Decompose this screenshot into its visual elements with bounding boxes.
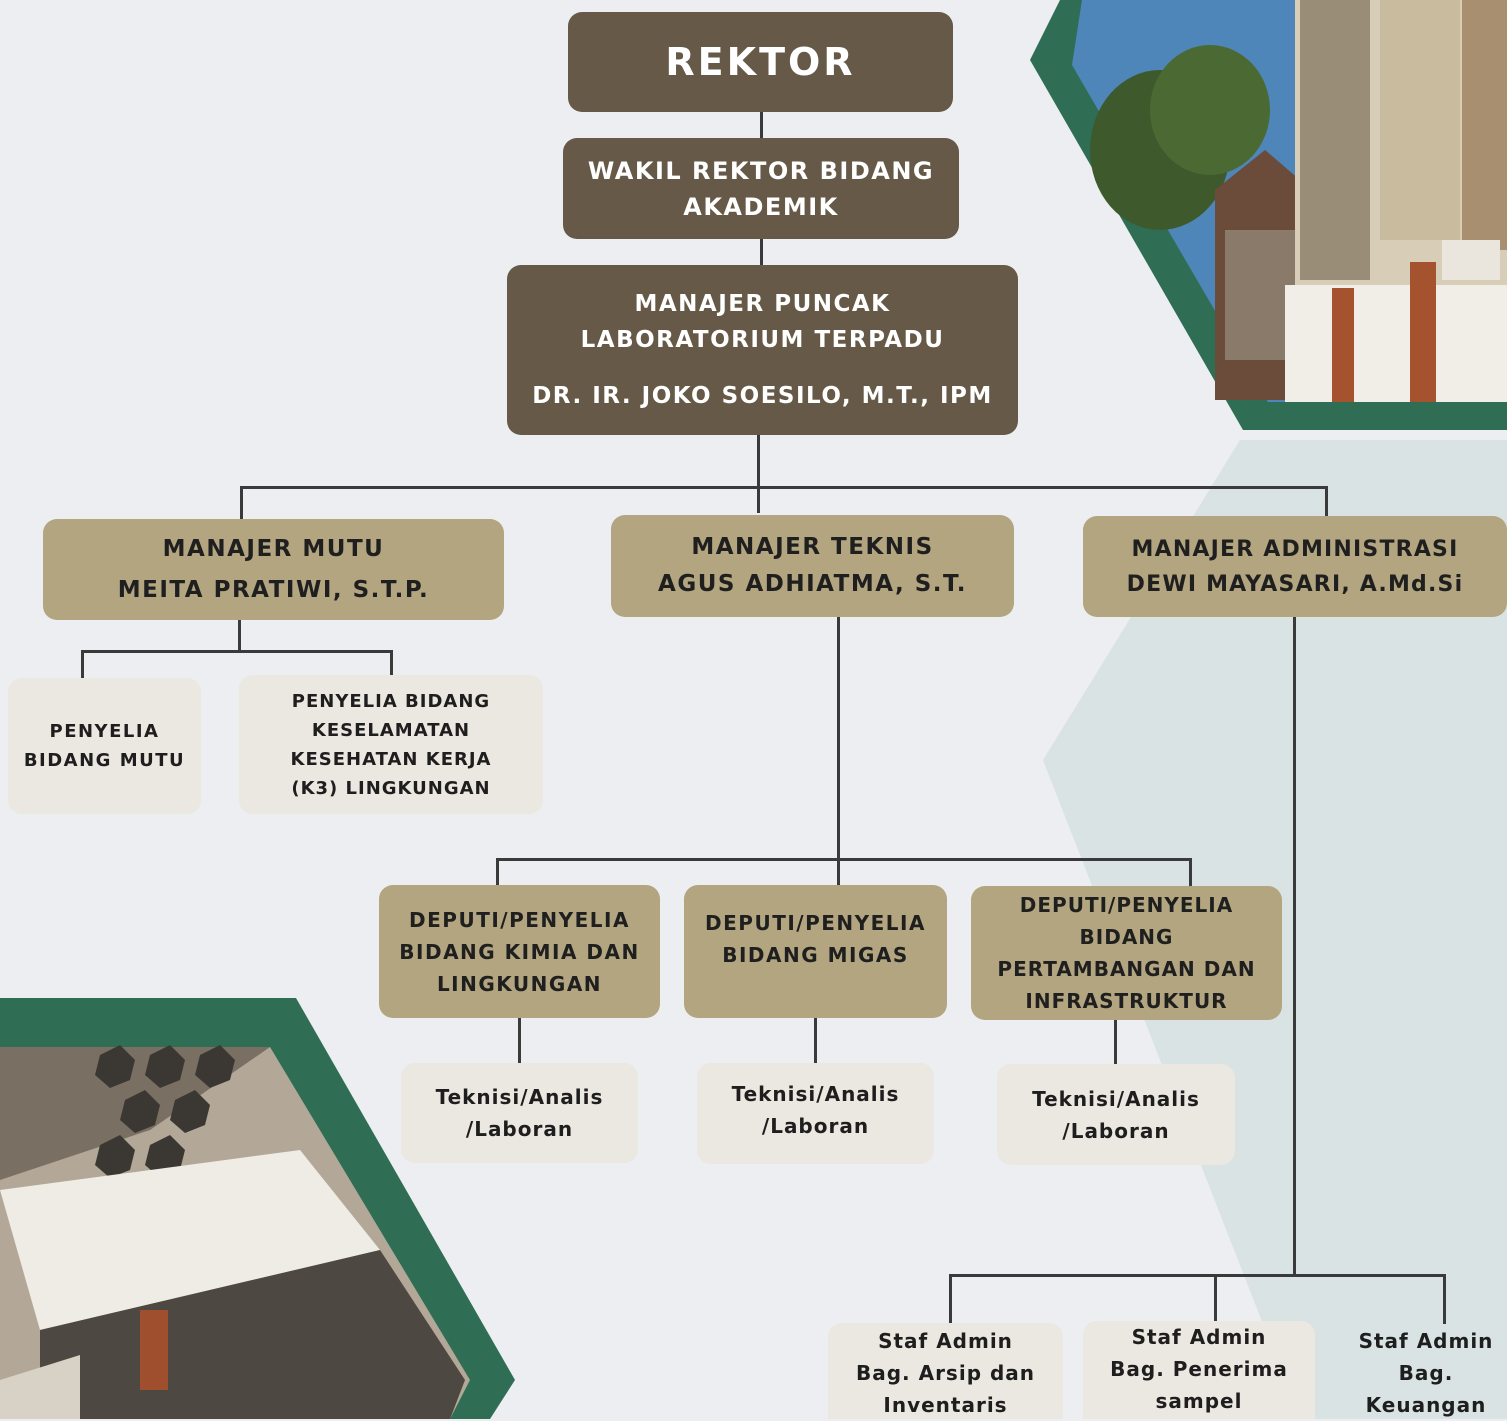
staf-keuangan-label: Staf Admin Bag. Keuangan — [1358, 1329, 1494, 1417]
connector — [814, 1017, 817, 1063]
connector — [496, 858, 499, 886]
connector — [238, 620, 241, 652]
wakil-rektor-label: WAKIL REKTOR BIDANG AKADEMIK — [587, 156, 935, 221]
manajer-mutu-box: MANAJER MUTU MEITA PRATIWI, S.T.P. — [43, 519, 504, 620]
connector — [837, 615, 840, 885]
connector — [760, 238, 763, 268]
teknisi-tambang-box: Teknisi/Analis /Laboran — [997, 1064, 1235, 1165]
connector — [1214, 1274, 1217, 1324]
connector — [390, 650, 393, 676]
connector — [1293, 615, 1296, 1277]
connector — [760, 112, 763, 142]
teknisi-tambang-label: Teknisi/Analis /Laboran — [1032, 1086, 1200, 1143]
penyelia-k3-box: PENYELIA BIDANG KESELAMATAN KESEHATAN KE… — [239, 675, 543, 814]
staf-penerima-box: Staf Admin Bag. Penerima sampel — [1083, 1321, 1315, 1419]
manajer-puncak-box: MANAJER PUNCAK LABORATORIUM TERPADU DR. … — [507, 265, 1018, 435]
connector — [240, 486, 1328, 489]
teknisi-migas-box: Teknisi/Analis /Laboran — [697, 1063, 934, 1164]
connector — [81, 650, 393, 653]
deputi-migas-label: DEPUTI/PENYELIA BIDANG MIGAS — [705, 910, 926, 967]
teknisi-kimia-box: Teknisi/Analis /Laboran — [401, 1063, 638, 1163]
connector — [1443, 1274, 1446, 1324]
connector — [496, 858, 1192, 861]
manajer-teknis-title: MANAJER TEKNIS — [691, 534, 934, 560]
teknisi-kimia-label: Teknisi/Analis /Laboran — [435, 1085, 604, 1141]
staf-penerima-label: Staf Admin Bag. Penerima sampel — [1110, 1325, 1288, 1413]
manajer-teknis-box: MANAJER TEKNIS AGUS ADHIATMA, S.T. — [611, 515, 1014, 617]
manajer-puncak-name: DR. IR. JOKO SOESILO, M.T., IPM — [532, 383, 993, 409]
bottom-left-building-photo — [0, 998, 515, 1419]
staf-arsip-label: Staf Admin Bag. Arsip dan Inventaris — [855, 1329, 1036, 1417]
penyelia-mutu-box: PENYELIA BIDANG MUTU — [8, 678, 201, 814]
connector — [949, 1274, 1446, 1277]
deputi-tambang-box: DEPUTI/PENYELIA BIDANG PERTAMBANGAN DAN … — [971, 886, 1282, 1020]
manajer-administrasi-title: MANAJER ADMINISTRASI — [1131, 536, 1459, 562]
deputi-tambang-label: DEPUTI/PENYELIA BIDANG PERTAMBANGAN DAN … — [997, 893, 1256, 1013]
manajer-mutu-title: MANAJER MUTU — [162, 535, 385, 562]
connector — [518, 1017, 521, 1063]
rektor-box: REKTOR — [568, 12, 953, 112]
connector — [81, 650, 84, 678]
connector — [240, 486, 243, 520]
connector — [1189, 858, 1192, 886]
connector — [757, 433, 760, 513]
rektor-label: REKTOR — [665, 40, 856, 84]
manajer-puncak-title: MANAJER PUNCAK LABORATORIUM TERPADU — [580, 291, 945, 353]
manajer-administrasi-name: DEWI MAYASARI, A.Md.Si — [1126, 571, 1464, 597]
connector — [1114, 1018, 1117, 1064]
manajer-administrasi-box: MANAJER ADMINISTRASI DEWI MAYASARI, A.Md… — [1083, 516, 1507, 617]
penyelia-k3-label: PENYELIA BIDANG KESELAMATAN KESEHATAN KE… — [290, 690, 492, 799]
deputi-kimia-label: DEPUTI/PENYELIA BIDANG KIMIA DAN LINGKUN… — [399, 907, 640, 996]
deputi-migas-box: DEPUTI/PENYELIA BIDANG MIGAS — [684, 885, 947, 1018]
manajer-teknis-name: AGUS ADHIATMA, S.T. — [658, 571, 967, 597]
staf-arsip-box: Staf Admin Bag. Arsip dan Inventaris — [828, 1323, 1063, 1419]
staf-keuangan-box: Staf Admin Bag. Keuangan — [1345, 1323, 1507, 1419]
top-right-building-photo — [1030, 0, 1507, 430]
connector — [949, 1274, 952, 1324]
manajer-mutu-name: MEITA PRATIWI, S.T.P. — [117, 576, 430, 603]
teknisi-migas-label: Teknisi/Analis /Laboran — [731, 1081, 900, 1138]
connector — [1325, 486, 1328, 518]
deputi-kimia-box: DEPUTI/PENYELIA BIDANG KIMIA DAN LINGKUN… — [379, 885, 660, 1018]
penyelia-mutu-label: PENYELIA BIDANG MUTU — [23, 721, 186, 771]
wakil-rektor-box: WAKIL REKTOR BIDANG AKADEMIK — [563, 138, 959, 239]
